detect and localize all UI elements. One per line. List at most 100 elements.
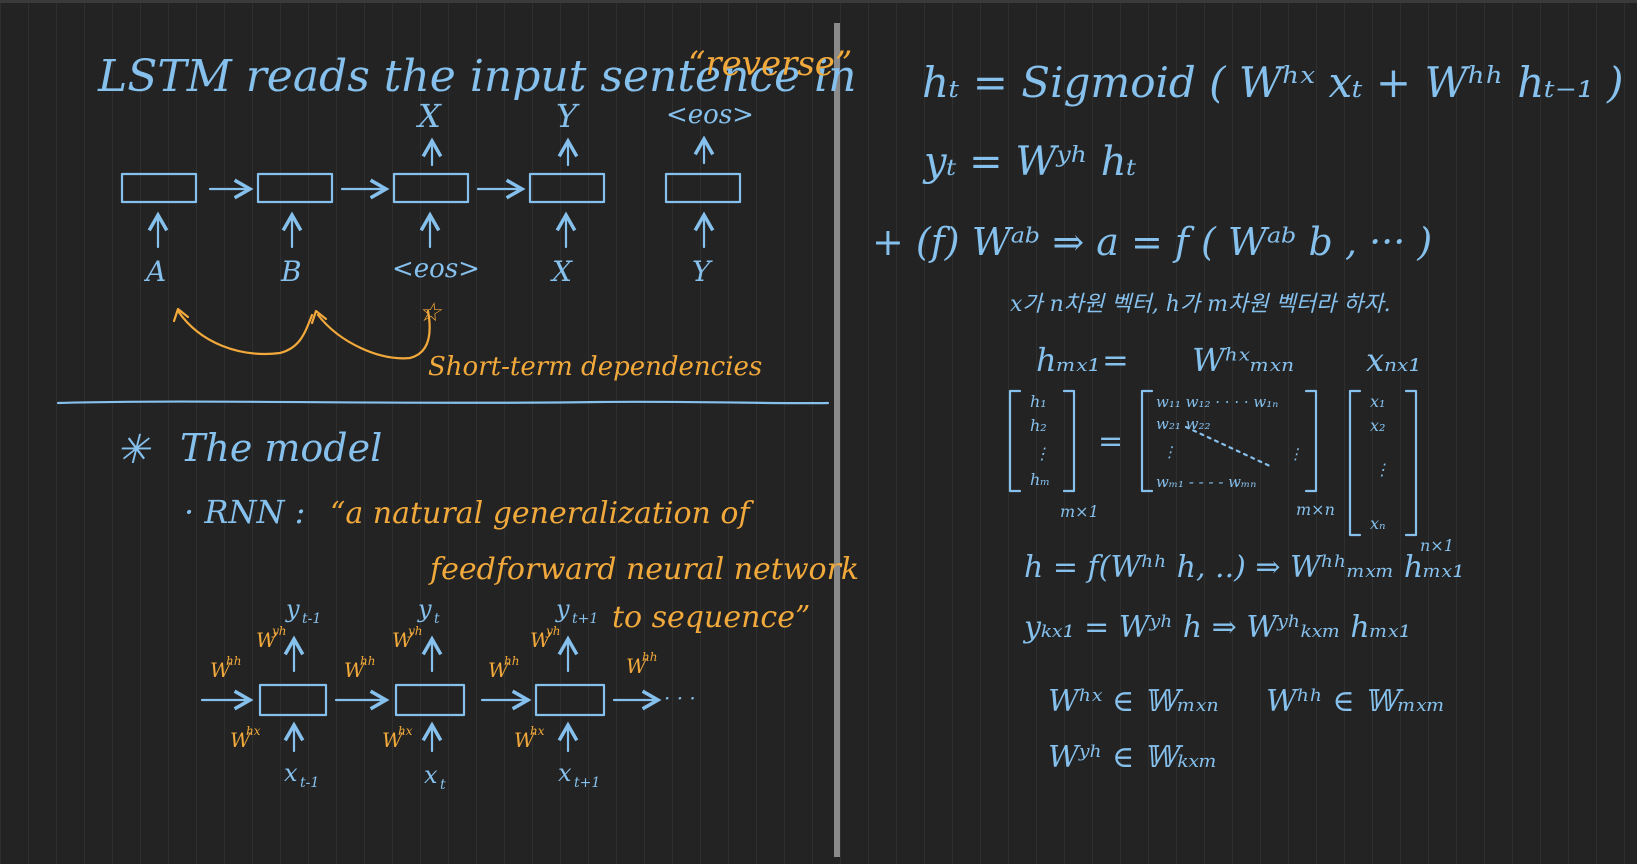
weight-w: W	[626, 654, 648, 678]
weight-w: W	[382, 728, 404, 752]
input-subscript: t-1	[300, 775, 319, 791]
title-reverse: “reverse”	[688, 44, 852, 84]
section-bullet: ✳	[116, 427, 152, 473]
x-size: n×1	[1420, 536, 1454, 555]
annotation-short-term: Short-term dependencies	[428, 352, 762, 382]
output-y: y	[417, 595, 432, 623]
dims-x: xₙₓ₁	[1366, 341, 1421, 379]
weight-sup: yh	[545, 624, 561, 638]
weight-sup: hx	[246, 724, 261, 738]
dimension-note: x가 n차원 벡터, h가 m차원 벡터라 하자.	[1010, 292, 1391, 317]
ellipsis: · · ·	[664, 686, 696, 710]
rnn-quote-line2: feedforward neural network	[428, 552, 859, 587]
weight-w: W	[210, 658, 232, 682]
weight-w: W	[344, 658, 366, 682]
lstm-cell	[392, 172, 470, 204]
dependency-curve	[176, 309, 314, 355]
rnn-quote-line1: “a natural generalization of	[330, 496, 754, 531]
equation-output-dims: yₖₓ₁ = Wʸʰ h ⇒ Wʸʰₖₓₘ hₘₓ₁	[1022, 610, 1411, 645]
x-entry: xₙ	[1370, 514, 1386, 533]
dims-w: Wʰˣₘₓₙ	[1192, 341, 1294, 379]
page-divider	[834, 23, 840, 857]
output-y: y	[285, 595, 300, 623]
dims-eq: =	[1102, 341, 1129, 379]
h-entry: h₂	[1030, 416, 1047, 435]
h-entry: ⋮	[1034, 444, 1050, 463]
bracket-left	[1140, 389, 1154, 493]
input-subscript: t	[440, 777, 446, 793]
dependency-arrowhead	[310, 309, 328, 325]
lstm-cell	[120, 172, 198, 204]
bracket-left	[1348, 389, 1362, 537]
w-row: w₂₁ w₂₂	[1156, 415, 1211, 433]
matrix-diagonal	[1184, 425, 1274, 469]
weight-sup: hh	[360, 654, 375, 668]
rnn-cell	[394, 683, 466, 717]
title-text: LSTM reads the input sentence in	[97, 51, 857, 102]
x-entry: x₂	[1370, 416, 1385, 435]
output-label-eos: <eos>	[666, 100, 754, 130]
equation-notation: + (f) Wᵃᵇ ⇒ a = f ( Wᵃᵇ b , ··· )	[872, 220, 1432, 264]
equation-recurrent: h = f(Wʰʰ h, ..) ⇒ Wʰʰₘₓₘ hₘₓ₁	[1024, 550, 1464, 585]
output-subscript: t	[434, 611, 440, 627]
matrix-eq: =	[1098, 424, 1123, 459]
section-divider	[56, 400, 830, 405]
weight-sup: hx	[398, 724, 413, 738]
h-size: m×1	[1060, 502, 1099, 521]
x-entry: ⋮	[1374, 460, 1390, 479]
section-title: The model	[180, 426, 382, 470]
bracket-right	[1304, 389, 1318, 493]
h-entry: h₁	[1030, 392, 1047, 411]
w-row: w₁₁ w₁₂ · · · · w₁ₙ	[1156, 393, 1278, 411]
equation-hidden-state: hₜ = Sigmoid ( Wʰˣ xₜ + Wʰʰ hₜ₋₁ )	[922, 58, 1623, 107]
h-entry: hₘ	[1030, 470, 1050, 489]
rnn-cell	[258, 683, 328, 717]
lstm-cell	[528, 172, 606, 204]
weight-w: W	[530, 628, 552, 652]
output-subscript: t-1	[302, 611, 321, 627]
weight-sup: hh	[226, 654, 241, 668]
bracket-left	[1008, 389, 1022, 493]
output-label-x: X	[415, 97, 442, 135]
equation-output: yₜ = Wʸʰ hₜ	[922, 139, 1137, 185]
output-subscript: t+1	[572, 611, 598, 627]
lstm-cell	[664, 172, 742, 204]
dependency-arrowhead	[172, 307, 190, 323]
weight-w: W	[514, 728, 536, 752]
weight-w: W	[230, 728, 252, 752]
input-subscript: t+1	[574, 775, 600, 791]
weight-w: W	[488, 658, 510, 682]
weight-w: W	[256, 628, 278, 652]
weight-sup: yh	[271, 624, 287, 638]
weight-w: W	[392, 628, 414, 652]
dependency-curve	[316, 309, 431, 360]
rnn-label: · RNN :	[184, 493, 305, 531]
bracket-right	[1062, 389, 1076, 493]
set-w-hx: Wʰˣ ∈ 𝕎ₘₓₙ	[1048, 684, 1219, 719]
weight-sup: hh	[642, 650, 657, 664]
w-size: m×n	[1296, 500, 1335, 519]
input-label-eos: <eos>	[392, 254, 480, 284]
star-mark: ☆	[418, 298, 443, 328]
input-x: x	[284, 759, 298, 787]
input-label-x: X	[550, 255, 573, 288]
output-label-y: Y	[556, 97, 580, 135]
handwriting-layer: LSTM reads the input sentence in “revers…	[56, 44, 1623, 793]
rnn-cell	[534, 683, 606, 717]
lstm-cell	[256, 172, 334, 204]
dims-h: hₘₓ₁	[1036, 341, 1100, 379]
input-label-a: A	[143, 255, 166, 288]
set-w-hh: Wʰʰ ∈ 𝕎ₘₓₘ	[1266, 684, 1445, 719]
output-y: y	[555, 595, 570, 623]
weight-sup: hx	[530, 724, 545, 738]
weight-sup: hh	[504, 654, 519, 668]
w-row: wₘ₁ - - - - wₘₙ	[1156, 473, 1256, 491]
set-w-yh: Wʸʰ ∈ 𝕎ₖₓₘ	[1048, 740, 1217, 775]
weight-sup: yh	[407, 624, 423, 638]
input-x: x	[424, 761, 438, 789]
input-label-y: Y	[692, 255, 713, 288]
input-label-b: B	[280, 255, 302, 288]
input-x: x	[558, 759, 572, 787]
rnn-quote-line3: to sequence”	[612, 600, 810, 635]
